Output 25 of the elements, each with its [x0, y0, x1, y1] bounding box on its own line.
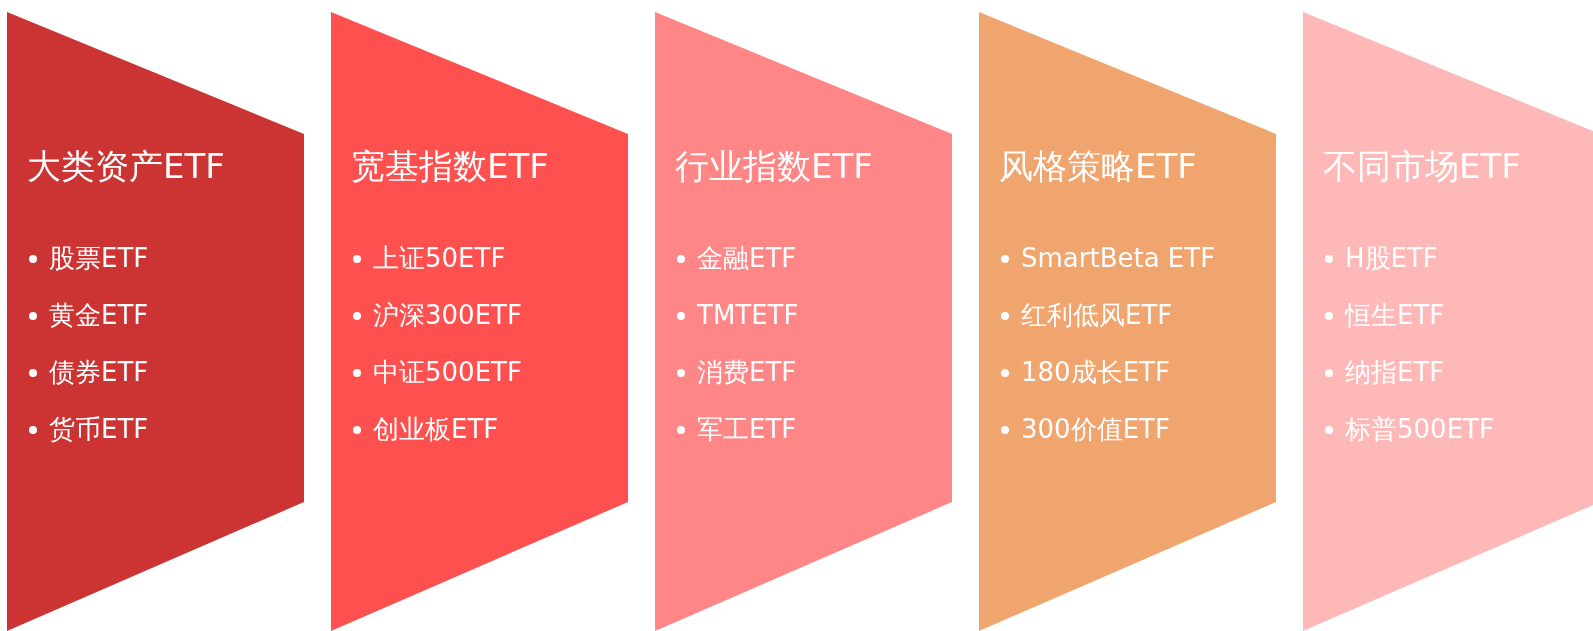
list-item-text: TMTETF [697, 299, 799, 332]
list-item-text: 180成长ETF [1021, 356, 1170, 389]
list-item-text: 纳指ETF [1345, 356, 1445, 389]
list-item-text: 标普500ETF [1345, 413, 1494, 446]
list-item-text: 军工ETF [697, 413, 797, 446]
category-heading: 风格策略ETF [999, 145, 1197, 188]
list-item-text: 货币ETF [49, 413, 149, 446]
list-item-text: 上证50ETF [373, 242, 506, 275]
list-item-text: 中证500ETF [373, 356, 522, 389]
list-item-text: 金融ETF [697, 242, 797, 275]
list-item-text: 恒生ETF [1345, 299, 1445, 332]
list-item-text: H股ETF [1345, 242, 1438, 275]
category-heading: 不同市场ETF [1323, 145, 1521, 188]
list-item-text: 创业板ETF [373, 413, 499, 446]
list-item-text: 债券ETF [49, 356, 149, 389]
list-item-text: 消费ETF [697, 356, 797, 389]
list-item-text: 沪深300ETF [373, 299, 522, 332]
list-item-text: 黄金ETF [49, 299, 149, 332]
list-item-text: 红利低风ETF [1021, 299, 1173, 332]
category-heading: 宽基指数ETF [351, 145, 549, 188]
list-item-text: 300价值ETF [1021, 413, 1170, 446]
category-heading: 大类资产ETF [27, 145, 225, 188]
list-item-text: SmartBeta ETF [1021, 242, 1216, 275]
list-item-text: 股票ETF [49, 242, 149, 275]
category-heading: 行业指数ETF [675, 145, 873, 188]
